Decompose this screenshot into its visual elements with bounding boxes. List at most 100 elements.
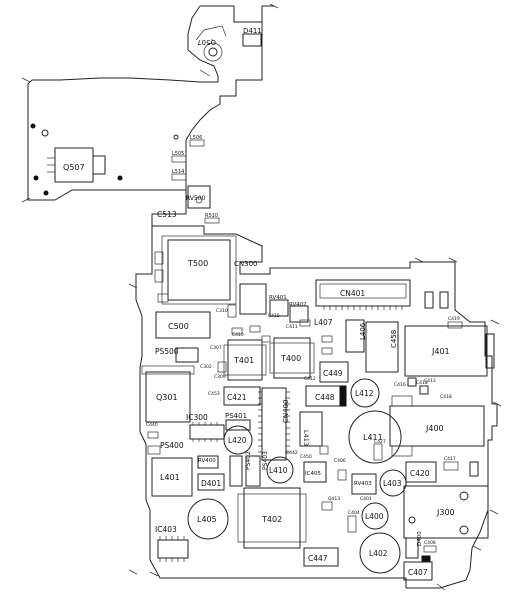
label-j401: J401 xyxy=(431,347,450,356)
fuse-ps403 xyxy=(245,455,261,487)
label-c442: C442 xyxy=(286,450,298,456)
jack-j400 xyxy=(389,405,485,447)
connector-cn300 xyxy=(239,283,267,315)
board-break-marks xyxy=(21,3,502,591)
smd-component xyxy=(373,443,383,461)
capacitor-c448-stripe xyxy=(339,385,347,407)
connector-cn401 xyxy=(315,279,411,307)
diode-d411 xyxy=(242,33,262,47)
jack-j400-tab xyxy=(391,445,413,457)
smd-component xyxy=(147,445,161,455)
inductor-l411 xyxy=(348,410,402,464)
smd-component xyxy=(447,321,463,329)
inductor-l406 xyxy=(345,319,365,353)
label-ps400: PS400 xyxy=(160,441,184,450)
label-c408: C408 xyxy=(424,540,436,546)
label-c453: C453 xyxy=(208,391,220,397)
label-c404: C404 xyxy=(348,510,360,516)
smd-component xyxy=(443,461,459,471)
inductor-l401 xyxy=(151,457,193,497)
label-c449: C449 xyxy=(323,369,343,378)
label-c407: C407 xyxy=(408,568,428,577)
smd-component xyxy=(147,431,159,439)
capacitor-c407 xyxy=(403,561,433,581)
fuse-ps402 xyxy=(229,455,243,487)
label-c406: C406 xyxy=(334,458,346,464)
inductor-l400 xyxy=(361,502,389,530)
label-rv403: RV403 xyxy=(354,481,372,487)
transistor-q301 xyxy=(145,371,191,423)
diode-d400-body xyxy=(405,537,419,559)
connector-cn400 xyxy=(261,387,287,461)
label-ic300: IC300 xyxy=(186,413,208,422)
screw-hole xyxy=(41,129,49,137)
label-cn400: CN400 xyxy=(282,400,290,424)
label-d411: D411 xyxy=(243,27,262,35)
label-l403: L403 xyxy=(383,479,402,488)
label-c440: C440 xyxy=(146,422,158,428)
smd-component xyxy=(231,327,243,335)
label-d400: D400 xyxy=(417,531,423,546)
inductor-l506 xyxy=(189,139,205,147)
screw-hole xyxy=(30,123,36,129)
label-c418: C418 xyxy=(440,394,452,400)
label-c513: C513 xyxy=(157,210,177,219)
label-rv402: RV402 xyxy=(289,302,307,308)
smd-component xyxy=(469,461,479,477)
screw-hole xyxy=(43,190,49,196)
smd-component xyxy=(407,377,417,387)
mount-hole xyxy=(208,47,218,57)
label-cn401: CN401 xyxy=(340,289,365,298)
connector-cn401-body xyxy=(319,283,407,299)
label-j300: J300 xyxy=(436,508,455,517)
label-l420: L420 xyxy=(228,436,247,445)
label-l405: L405 xyxy=(197,515,217,524)
label-rv400: RV400 xyxy=(198,458,216,464)
label-d401: D401 xyxy=(201,479,221,488)
label-l400: L400 xyxy=(365,512,384,521)
q507-tab xyxy=(92,155,106,175)
inductor-l403 xyxy=(379,469,407,497)
fuse-ps500 xyxy=(175,347,199,363)
fuse-ps401 xyxy=(225,419,251,431)
label-ic405: IC405 xyxy=(305,471,321,477)
transformer-t402 xyxy=(243,487,301,549)
capacitor-c447 xyxy=(303,547,339,567)
ic-ic405 xyxy=(303,461,327,483)
smd-component xyxy=(299,319,311,327)
trimmer-rv402 xyxy=(289,305,309,323)
ic300-pins xyxy=(192,422,218,442)
label-ic403: IC403 xyxy=(155,525,177,534)
label-l402: L402 xyxy=(369,549,388,558)
inductor-l505 xyxy=(171,155,187,163)
diode-d401 xyxy=(197,473,225,491)
resistor-r510 xyxy=(204,217,220,224)
smd-component xyxy=(419,385,429,395)
label-l406: L406 xyxy=(359,322,367,340)
smd-component xyxy=(321,335,333,343)
label-t400: T400 xyxy=(280,354,301,363)
board-outline-left xyxy=(135,226,407,588)
label-c421: C421 xyxy=(227,393,247,402)
label-c500: C500 xyxy=(168,322,189,331)
mount-hole-ring xyxy=(203,42,223,62)
jack-j300-hole xyxy=(459,491,469,501)
transformer-t400 xyxy=(273,337,311,379)
label-c413: C413 xyxy=(424,378,436,384)
label-l407: L407 xyxy=(314,318,333,327)
label-q507: Q507 xyxy=(63,163,85,172)
smd-component xyxy=(319,445,329,455)
inductor-l514 xyxy=(171,173,187,181)
label-c310: C310 xyxy=(216,308,228,314)
smd-component xyxy=(157,293,169,303)
screw-hole xyxy=(33,175,39,181)
screw-hole xyxy=(173,134,179,140)
label-t500: T500 xyxy=(187,259,208,268)
transformer-t500-frame xyxy=(161,235,237,305)
smd-component xyxy=(423,545,437,553)
label-c309: C309 xyxy=(214,374,226,380)
label-l401: L401 xyxy=(160,473,180,482)
smd-component xyxy=(227,304,237,318)
label-ps401: PS401 xyxy=(225,412,247,420)
ic-ic403 xyxy=(157,539,189,559)
